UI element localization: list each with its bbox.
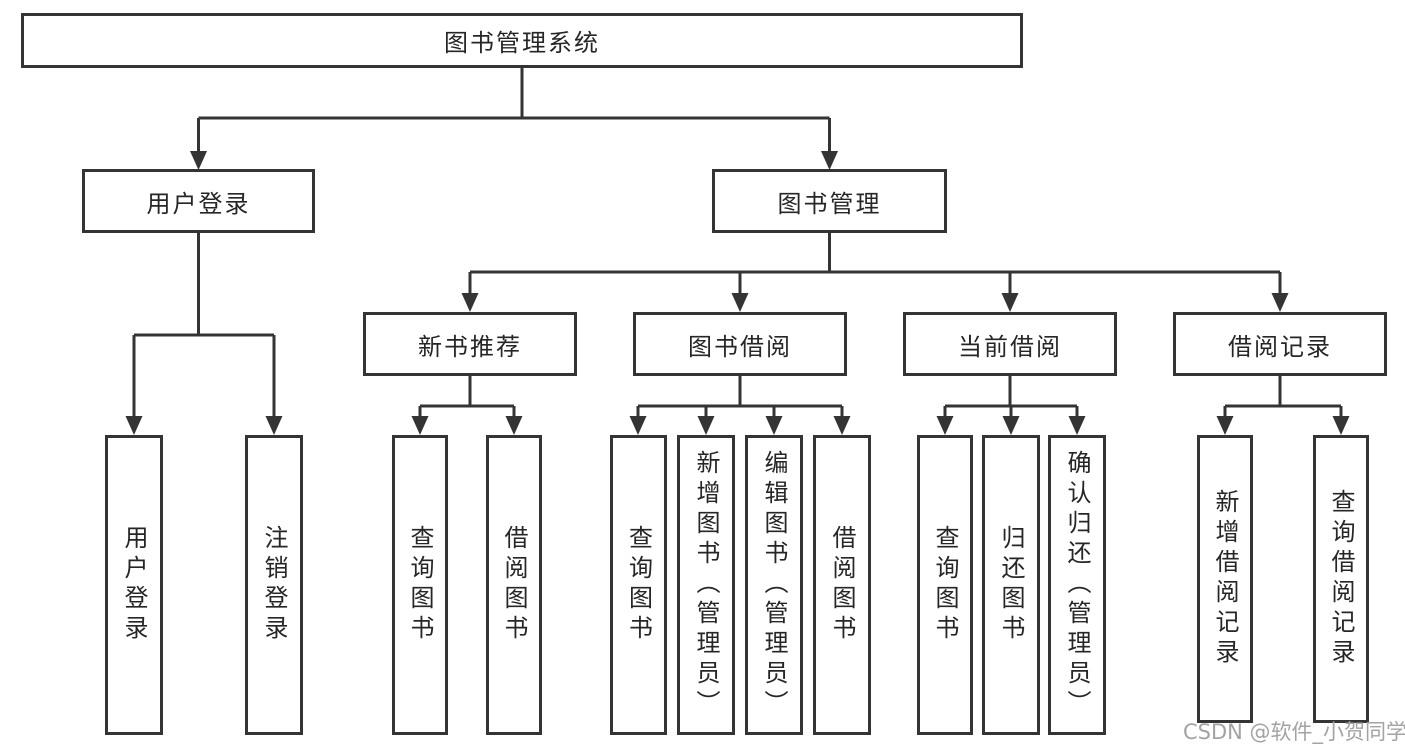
leaf-query-books-recommend: 查询图书 bbox=[392, 435, 448, 735]
leaf-query-books-borrow-label: 查询图书 bbox=[624, 525, 653, 645]
arrowhead-down-icon bbox=[190, 151, 207, 170]
arrowhead-down-icon bbox=[936, 416, 954, 435]
arrowhead-down-icon bbox=[125, 416, 143, 435]
node-book-management-label: 图书管理 bbox=[777, 189, 882, 218]
leaf-user-login: 用户登录 bbox=[105, 435, 163, 735]
node-book-borrow-label: 图书借阅 bbox=[688, 332, 792, 361]
leaf-confirm-return-admin: 确认归还︵管理员︶ bbox=[1048, 435, 1106, 735]
connector-new-book-recommend-to-leaves bbox=[411, 376, 523, 435]
leaf-add-borrow-record-label: 新增借阅记录 bbox=[1211, 489, 1239, 669]
node-root-label: 图书管理系统 bbox=[444, 29, 600, 57]
connector-line bbox=[418, 376, 516, 419]
connector-line bbox=[943, 376, 1079, 419]
node-book-management: 图书管理 bbox=[712, 169, 947, 233]
arrowhead-down-icon bbox=[833, 416, 851, 435]
connector-book-management-to-level3 bbox=[461, 233, 1289, 312]
node-root: 图书管理系统 bbox=[21, 13, 1023, 68]
arrowhead-down-icon bbox=[1216, 416, 1234, 435]
arrowhead-down-icon bbox=[629, 416, 647, 435]
leaf-query-books-current: 查询图书 bbox=[917, 435, 973, 735]
leaf-borrow-books-recommend: 借阅图书 bbox=[486, 435, 542, 735]
node-current-borrow: 当前借阅 bbox=[903, 312, 1117, 376]
arrowhead-down-icon bbox=[765, 416, 783, 435]
arrowhead-down-icon bbox=[505, 416, 523, 435]
connector-root-to-level2 bbox=[190, 68, 838, 170]
leaf-user-login-label: 用户登录 bbox=[120, 525, 148, 645]
arrowhead-down-icon bbox=[1332, 416, 1350, 435]
leaf-borrow-books-label: 借阅图书 bbox=[828, 525, 856, 645]
arrowhead-down-icon bbox=[697, 416, 715, 435]
node-borrow-records: 借阅记录 bbox=[1173, 312, 1387, 376]
leaf-edit-book-admin-label: 编辑图书︵管理员︶ bbox=[760, 450, 788, 720]
node-book-borrow: 图书借阅 bbox=[633, 312, 847, 376]
leaf-add-borrow-record: 新增借阅记录 bbox=[1197, 435, 1253, 723]
leaf-query-borrow-record: 查询借阅记录 bbox=[1313, 435, 1369, 723]
leaf-borrow-books: 借阅图书 bbox=[813, 435, 871, 735]
arrowhead-down-icon bbox=[821, 151, 838, 170]
connector-book-borrow-to-leaves bbox=[629, 376, 851, 435]
leaf-logout: 注销登录 bbox=[245, 435, 303, 735]
leaf-add-book-admin-label: 新增图书︵管理员︶ bbox=[692, 450, 720, 720]
connector-borrow-records-to-leaves bbox=[1216, 376, 1350, 435]
connector-line bbox=[468, 233, 1282, 296]
arrowhead-down-icon bbox=[461, 293, 479, 312]
leaf-edit-book-admin: 编辑图书︵管理员︶ bbox=[745, 435, 803, 735]
leaf-query-borrow-record-label: 查询借阅记录 bbox=[1327, 489, 1355, 669]
connector-line bbox=[1223, 376, 1343, 419]
leaf-return-books: 归还图书 bbox=[982, 435, 1040, 735]
arrowhead-down-icon bbox=[1271, 293, 1289, 312]
leaf-query-books-borrow: 查询图书 bbox=[610, 435, 667, 735]
connector-line bbox=[132, 233, 276, 419]
leaf-query-books-recommend-label: 查询图书 bbox=[406, 525, 434, 645]
connector-user-login-to-leaves bbox=[125, 233, 283, 435]
node-user-login: 用户登录 bbox=[82, 169, 315, 233]
node-new-book-recommend: 新书推荐 bbox=[363, 312, 577, 376]
node-current-borrow-label: 当前借阅 bbox=[958, 332, 1062, 361]
node-borrow-records-label: 借阅记录 bbox=[1228, 332, 1332, 361]
arrowhead-down-icon bbox=[1002, 416, 1020, 435]
leaf-confirm-return-admin-label: 确认归还︵管理员︶ bbox=[1063, 450, 1091, 720]
arrowhead-down-icon bbox=[1001, 293, 1019, 312]
arrowhead-down-icon bbox=[411, 416, 429, 435]
leaf-return-books-label: 归还图书 bbox=[997, 525, 1025, 645]
leaf-borrow-books-recommend-label: 借阅图书 bbox=[500, 525, 528, 645]
arrowhead-down-icon bbox=[1068, 416, 1086, 435]
leaf-add-book-admin: 新增图书︵管理员︶ bbox=[677, 435, 735, 735]
arrowhead-down-icon bbox=[265, 416, 283, 435]
node-new-book-recommend-label: 新书推荐 bbox=[418, 332, 522, 361]
connector-current-borrow-to-leaves bbox=[936, 376, 1086, 435]
leaf-logout-label: 注销登录 bbox=[260, 525, 288, 645]
node-user-login-label: 用户登录 bbox=[146, 189, 251, 218]
connector-line bbox=[636, 376, 844, 419]
leaf-query-books-current-label: 查询图书 bbox=[931, 525, 959, 645]
arrowhead-down-icon bbox=[731, 293, 749, 312]
connector-line bbox=[197, 68, 831, 153]
csdn-watermark: CSDN @软件_小贺同学 bbox=[1183, 720, 1405, 744]
